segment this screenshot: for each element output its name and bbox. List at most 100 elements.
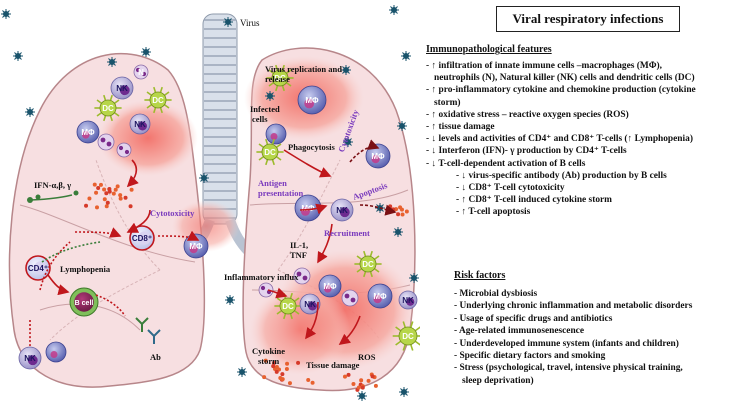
- b-cell: B cell: [69, 287, 99, 317]
- svg-text:DC: DC: [102, 104, 114, 113]
- virus-icon: [343, 137, 353, 147]
- svg-text:N: N: [138, 68, 144, 77]
- virus-icon: [107, 57, 117, 67]
- figure-title: Viral respiratory infections: [496, 6, 680, 32]
- virus-icon: [399, 387, 409, 397]
- risk-heading: Risk factors: [454, 270, 506, 281]
- svg-text:MΦ: MΦ: [81, 128, 95, 137]
- antigen-label: Antigen: [258, 178, 287, 188]
- risk-item: sleep deprivation): [462, 375, 534, 386]
- virus-particles: [1, 5, 419, 401]
- svg-text:DC: DC: [402, 332, 414, 341]
- n-cell: [116, 142, 132, 158]
- n-cell: [293, 267, 311, 285]
- risk-list: - Microbial dysbiosis - Underlying chron…: [454, 288, 744, 387]
- feature-item: - ↑ oxidative stress – reactive oxygen s…: [426, 109, 629, 120]
- risk-item: - Stress (psychological, travel, intensi…: [454, 363, 683, 374]
- dc-cell: DC: [274, 292, 302, 320]
- feature-item: - ↑ pro-inflammatory cytokine and chemok…: [426, 85, 696, 96]
- feature-item: - ↓ Interferon (IFN)- γ production by CD…: [426, 146, 627, 157]
- virus-icon: [225, 295, 235, 305]
- mphi-cell: MΦ: [297, 85, 327, 115]
- feature-item: neutrophils (N), Natural killer (NK) cel…: [434, 73, 695, 84]
- mphi-cell: MΦ: [76, 120, 100, 144]
- virus-icon: [25, 107, 35, 117]
- nk-cell: NK: [18, 346, 42, 370]
- sub-feature-item: - ↑ T-cell apoptosis: [456, 207, 531, 218]
- svg-text:CD4⁺: CD4⁺: [28, 264, 48, 273]
- svg-text:DC: DC: [362, 260, 374, 269]
- svg-text:NK: NK: [116, 84, 128, 93]
- inflammatory-influx-label: Inflammatory influx: [224, 272, 299, 282]
- virus-icon: [409, 273, 419, 283]
- phagocytosis-label: Phagocytosis: [288, 142, 335, 152]
- svg-text:NK: NK: [24, 354, 36, 363]
- dc-cell: DC: [256, 138, 284, 166]
- cd-cell: CD4⁺: [25, 255, 51, 281]
- virus-icon: [223, 17, 233, 27]
- recruitment-label: Recruitment: [324, 228, 370, 238]
- svg-text:DC: DC: [274, 74, 286, 83]
- risk-item: - Specific dietary factors and smoking: [454, 351, 606, 362]
- svg-text:MΦ: MΦ: [301, 204, 315, 213]
- virus-icon: [393, 227, 403, 237]
- svg-text:MΦ: MΦ: [371, 152, 385, 161]
- virus-icon: [199, 173, 209, 183]
- mphi-cell: [45, 341, 67, 363]
- dc-cell: DC: [354, 250, 382, 278]
- n-cell: [258, 282, 274, 298]
- nk-cell: NK: [129, 113, 151, 135]
- virus-replication-label: Virus replication and: [265, 64, 342, 74]
- virus-icon: [265, 91, 275, 101]
- virus-icon: [401, 51, 411, 61]
- ab-label: Ab: [150, 352, 161, 362]
- dc-cell: DC: [266, 64, 294, 92]
- n-cell: [341, 289, 359, 307]
- svg-text:B cell: B cell: [75, 300, 94, 307]
- svg-text:NK: NK: [304, 300, 316, 309]
- antibody-icon: [135, 317, 161, 344]
- svg-text:DC: DC: [282, 302, 294, 311]
- feature-item: - ↓ T-cell-dependent activation of B cel…: [426, 158, 586, 169]
- svg-text:MΦ: MΦ: [189, 242, 203, 251]
- infected-label: Infected: [250, 104, 280, 114]
- features-heading: Immunopathological features: [426, 44, 552, 55]
- nk-cell: NK: [110, 76, 134, 100]
- nk-cell: NK: [299, 293, 321, 315]
- virus-icon: [1, 9, 11, 19]
- svg-text:NK: NK: [336, 206, 348, 215]
- tissue-damage-label: Tissue damage: [306, 360, 360, 370]
- feature-item: - ↑ infiltration of innate immune cells …: [426, 61, 662, 71]
- dc-cell: DC: [144, 86, 172, 114]
- features-list: - ↑ infiltration of innate immune cells …: [426, 60, 746, 219]
- virus-icon: [237, 367, 247, 377]
- svg-text:NK: NK: [402, 296, 414, 305]
- virus-icon: [13, 51, 23, 61]
- n-cell: N: [133, 64, 149, 80]
- virus-icon: [141, 47, 151, 57]
- il1-label: IL-1,: [290, 240, 309, 250]
- risk-item: - Underlying chronic inflammation and me…: [454, 301, 693, 312]
- feature-item: storm): [434, 97, 461, 108]
- mphi-cell: MΦ: [367, 283, 393, 309]
- svg-text:DC: DC: [152, 96, 164, 105]
- svg-text:MΦ: MΦ: [373, 292, 387, 301]
- lymphopenia-label: Lymphopenia: [60, 264, 111, 274]
- svg-text:CD8⁺: CD8⁺: [132, 234, 152, 243]
- feature-item: - ↓ levels and activities of CD4⁺ and CD…: [426, 134, 693, 145]
- svg-text:MΦ: MΦ: [323, 282, 337, 291]
- storm-label: storm: [258, 356, 280, 366]
- ifn-label: IFN-α,β, γ: [34, 180, 72, 190]
- risk-item: - Underdeveloped immune system (infants …: [454, 338, 679, 349]
- risk-item: - Microbial dysbiosis: [454, 289, 538, 299]
- n-cell: [97, 133, 115, 151]
- virus-icon: [389, 5, 399, 15]
- dc-cell: DC: [392, 321, 420, 351]
- dc-cell: DC: [94, 94, 122, 122]
- nk-cell: NK: [330, 198, 354, 222]
- nk-cell: NK: [398, 290, 418, 310]
- sub-feature-item: - ↑ CD8⁺ T-cell induced cytokine storm: [456, 195, 612, 206]
- mphi-cell: [265, 123, 287, 145]
- cytotoxicity-left-label: Cytotoxicity: [150, 208, 195, 218]
